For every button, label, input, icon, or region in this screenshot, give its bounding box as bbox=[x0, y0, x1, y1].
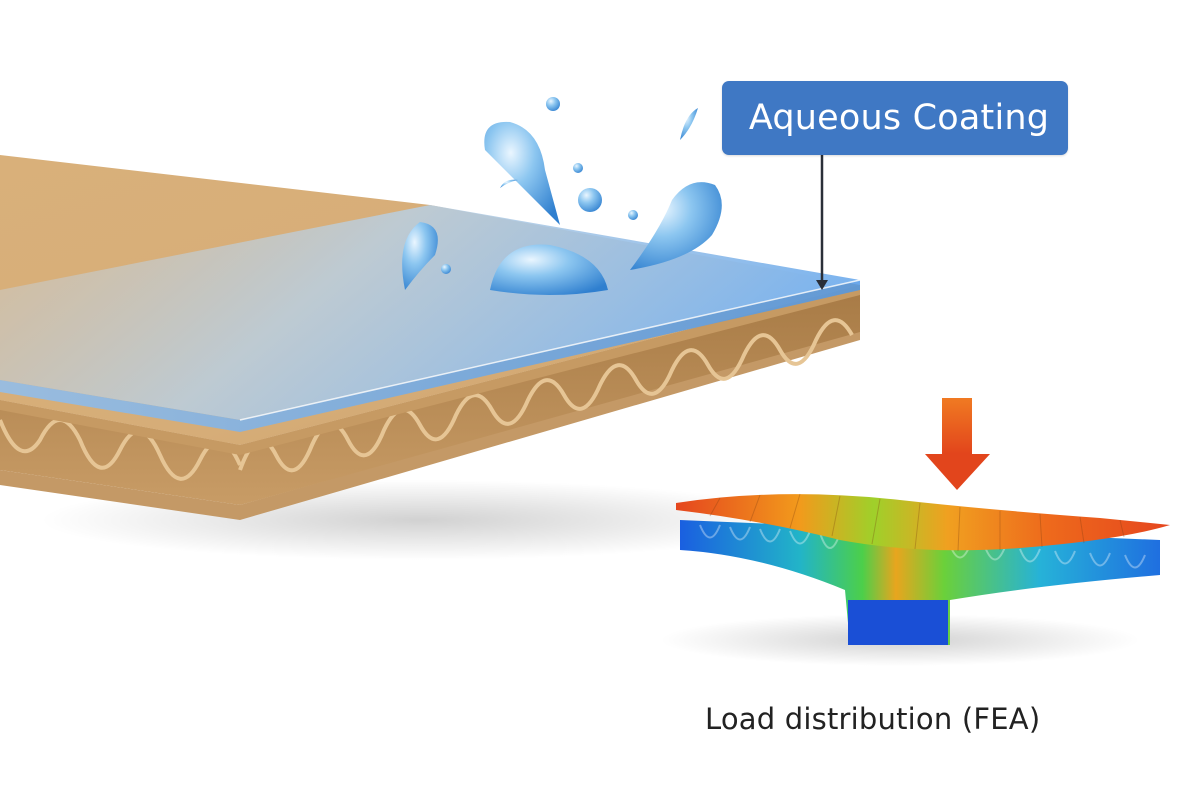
aqueous-coating-callout: Aqueous Coating bbox=[722, 81, 1068, 155]
callout-label: Aqueous Coating bbox=[748, 98, 1050, 138]
fea-caption: Load distribution (FEA) bbox=[705, 702, 1041, 736]
water-splash bbox=[402, 97, 722, 295]
fea-model bbox=[660, 493, 1170, 666]
callout-leader bbox=[816, 155, 828, 290]
load-arrow-icon bbox=[925, 398, 990, 490]
